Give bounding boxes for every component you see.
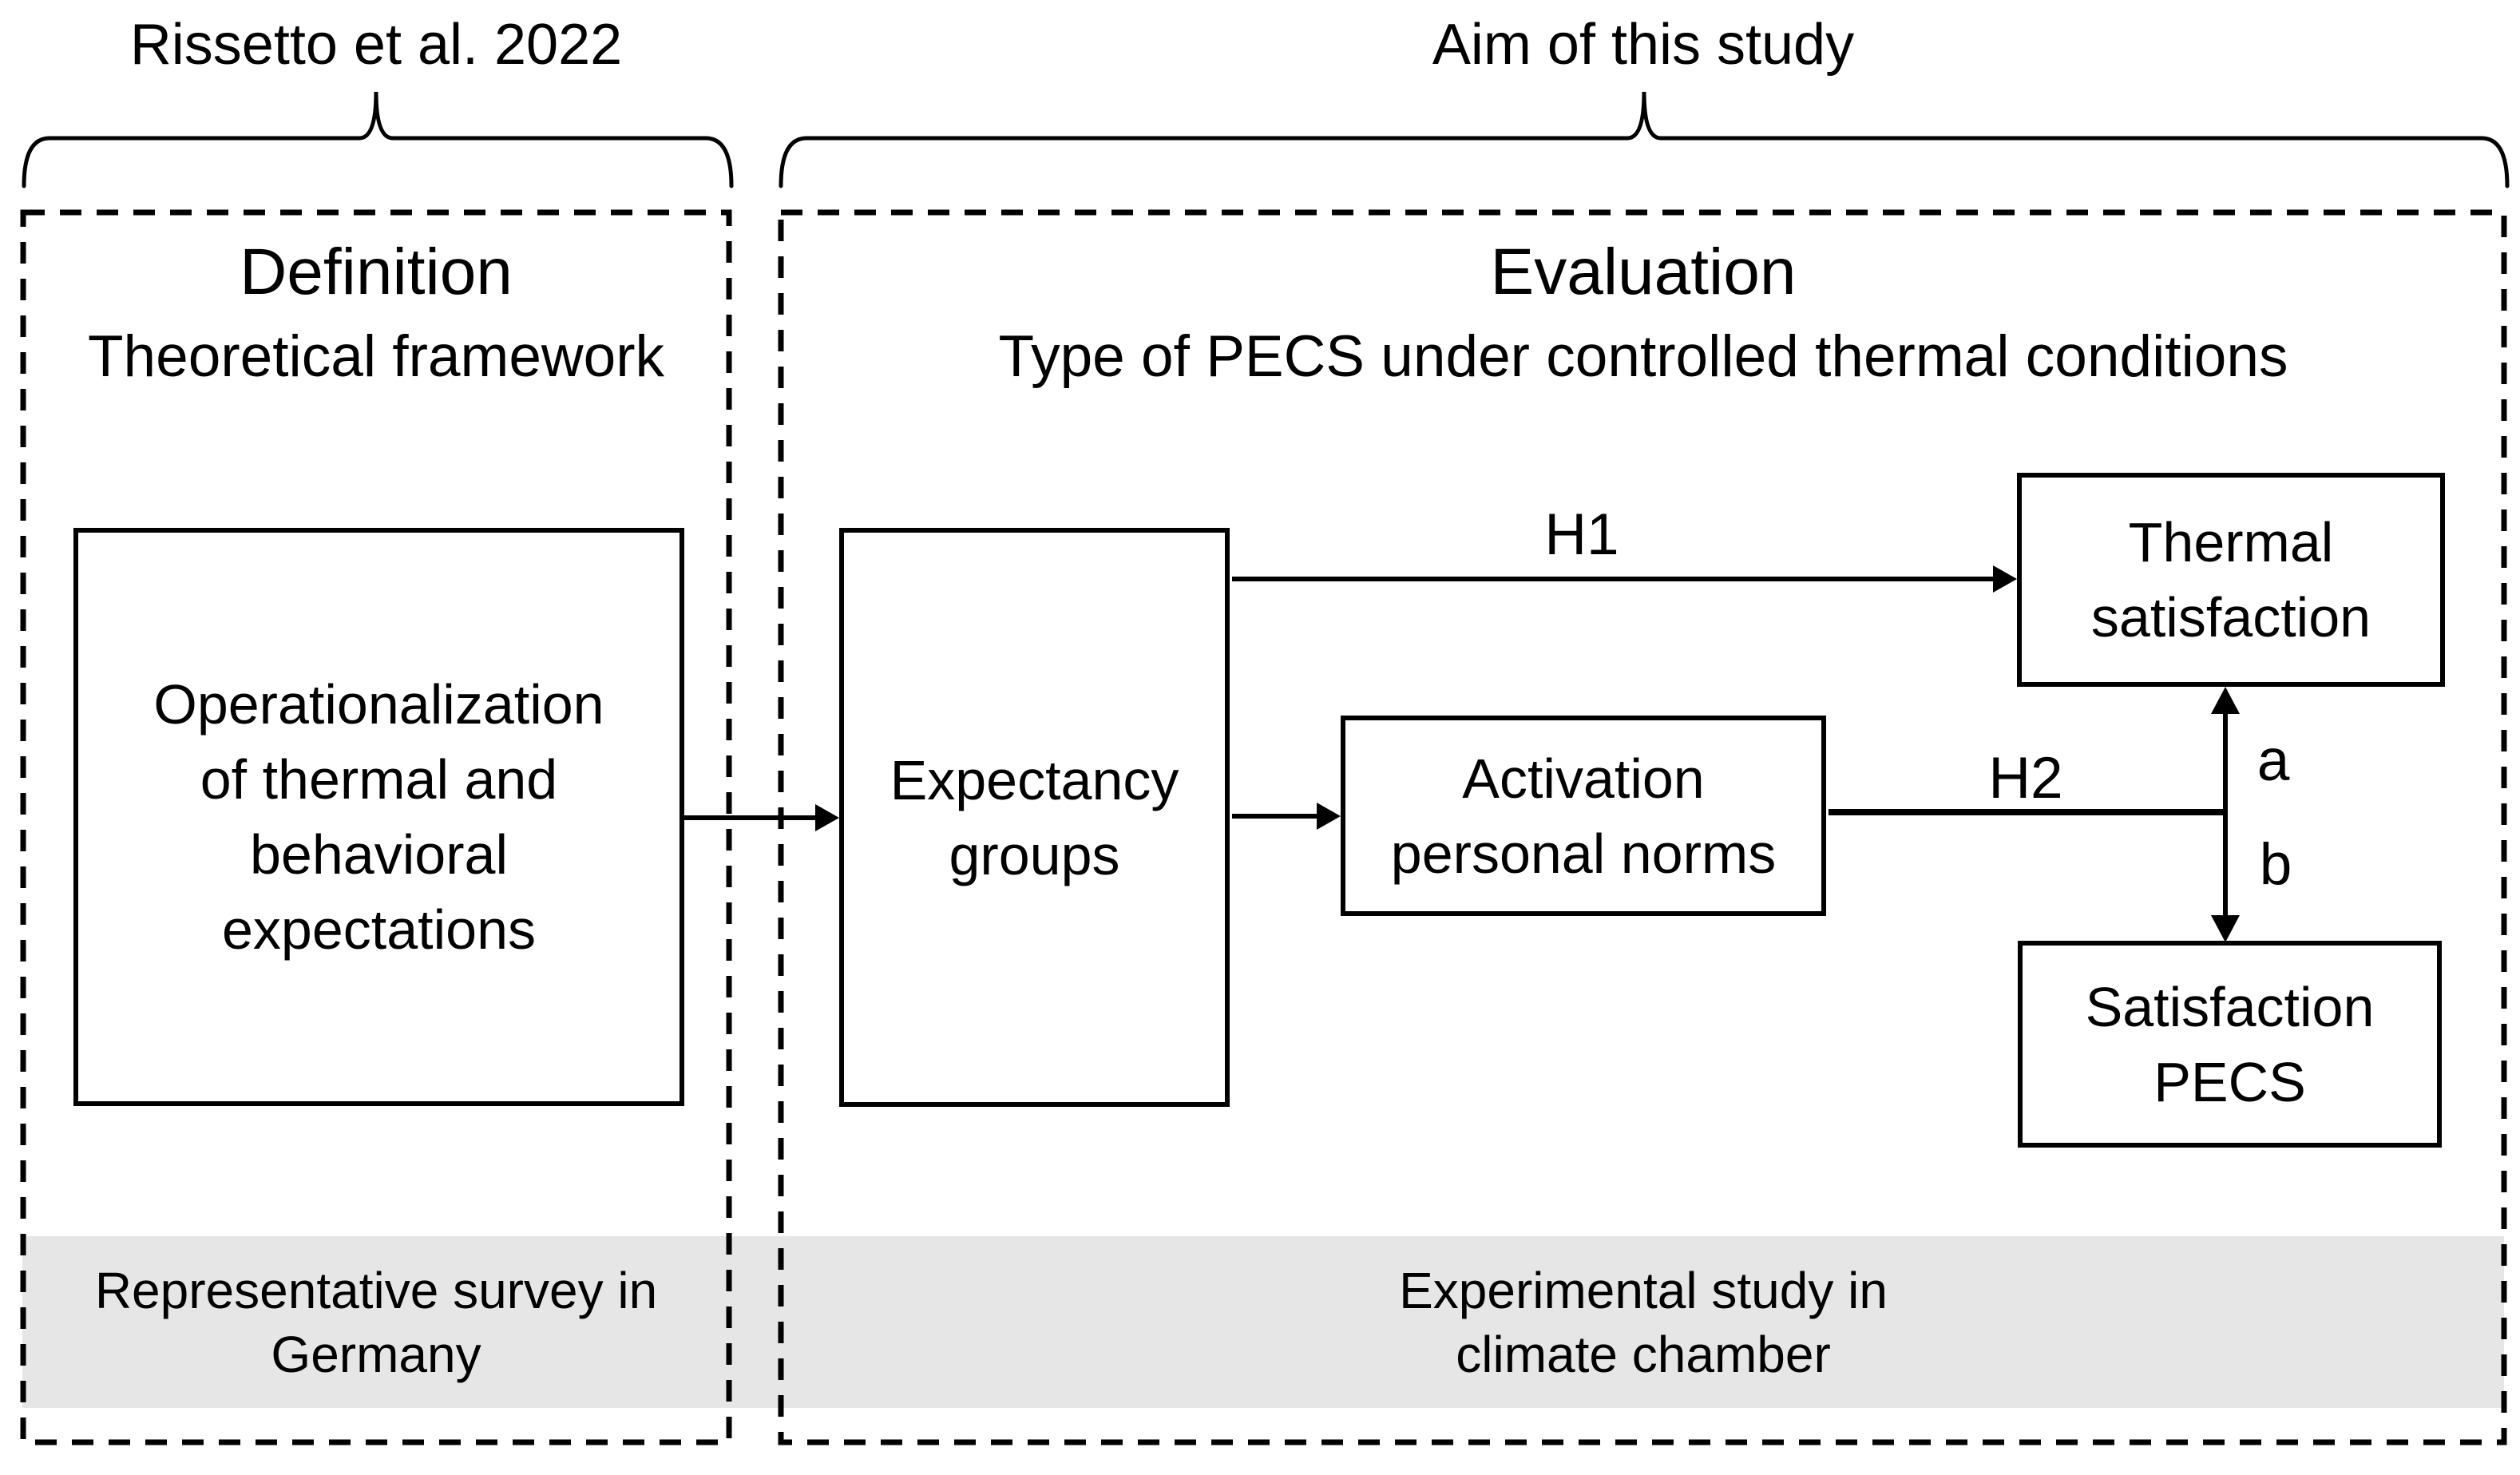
method-band: [22, 1236, 2504, 1408]
node-operationalization: Operationalization of thermal and behavi…: [73, 528, 684, 1106]
left-panel-dashed-border: [20, 209, 732, 1445]
node-activation-personal-norms: Activation personal norms: [1341, 716, 1826, 916]
top-label-aim: Aim of this study: [1432, 13, 1855, 77]
arrow-h1: [1232, 565, 2017, 593]
top-label-rissetto: Rissetto et al. 2022: [129, 13, 623, 77]
left-panel-heading: Definition: [240, 236, 513, 308]
label-h2: H2: [1988, 745, 2063, 811]
right-panel-footer: Experimental study in climate chamber: [1399, 1261, 1888, 1383]
label-h1: H1: [1544, 502, 1619, 567]
node-satisfaction-pecs: Satisfaction PECS: [2018, 941, 2442, 1148]
right-panel-subheading: Type of PECS under controlled thermal co…: [998, 323, 2288, 389]
left-panel-footer: Representative survey in Germany: [94, 1261, 658, 1383]
label-a: a: [2257, 728, 2290, 793]
arrow-expectancy-to-activation: [1232, 803, 1341, 830]
node-expectancy-groups: Expectancy groups: [839, 528, 1230, 1107]
left-brace: [22, 91, 734, 188]
right-brace: [779, 91, 2510, 188]
right-panel-dashed-border: [778, 209, 2507, 1445]
left-panel-subheading: Theoretical framework: [87, 323, 665, 389]
right-panel-heading: Evaluation: [1490, 236, 1797, 308]
node-thermal-satisfaction: Thermal satisfaction: [2017, 473, 2445, 687]
arrow-operationalization-to-expectancy: [684, 804, 839, 831]
label-b: b: [2259, 831, 2292, 897]
double-arrow-a-b: [2211, 687, 2240, 942]
